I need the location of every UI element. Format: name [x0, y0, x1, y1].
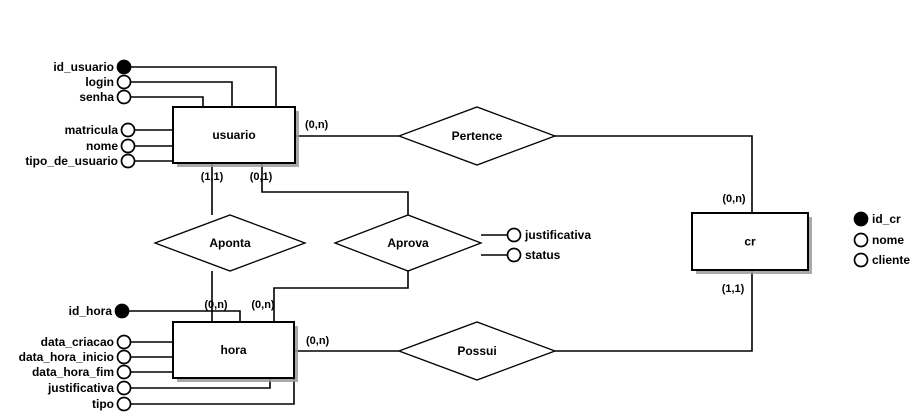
- entity-layer: usuario hora cr: [172, 106, 812, 382]
- entity-box-hora[interactable]: [172, 321, 295, 379]
- relationship-label-aponta: Aponta: [209, 236, 251, 250]
- relationship-label-possui: Possui: [457, 344, 496, 358]
- attribute-label-usuario-tipo_de_usuario: tipo_de_usuario: [25, 154, 118, 168]
- relationship-diamond-aponta[interactable]: [153, 214, 307, 272]
- connector-line-0: [131, 66, 277, 107]
- attribute-label-cr-nome: nome: [872, 233, 904, 247]
- connector-line-21: [555, 270, 753, 352]
- attribute-circle-usuario-id_usuario[interactable]: [116, 59, 132, 75]
- cardinality-usuario-aprova: (0,1): [250, 171, 273, 183]
- attribute-label-usuario-senha: senha: [79, 90, 114, 104]
- entity-label-cr: cr: [744, 235, 756, 249]
- entity-box-usuario[interactable]: [172, 106, 296, 164]
- cardinality-usuario-pertence: (0,n): [305, 119, 329, 131]
- attribute-circle-hora-data_hora_inicio[interactable]: [116, 349, 132, 365]
- attribute-circle-usuario-nome[interactable]: [120, 138, 136, 154]
- attribute-circle-hora-data_criacao[interactable]: [116, 334, 132, 350]
- cardinality-hora-possui: (0,n): [306, 335, 330, 347]
- cardinality-hora-aponta: (0,n): [204, 299, 228, 311]
- attribute-circle-usuario-tipo_de_usuario[interactable]: [120, 153, 136, 169]
- attribute-label-aprova-justificativa: justificativa: [524, 228, 591, 242]
- relationship-diamond-possui[interactable]: [397, 321, 557, 381]
- attribute-circle-hora-tipo[interactable]: [116, 396, 132, 412]
- connector-line-1: [131, 81, 233, 107]
- cardinality-cr-pertence: (0,n): [722, 193, 746, 205]
- entity-label-hora: hora: [220, 343, 246, 357]
- attribute-circle-aprova-status[interactable]: [506, 247, 522, 263]
- attribute-label-usuario-login: login: [85, 75, 114, 89]
- attribute-label-hora-justificativa: justificativa: [47, 381, 114, 395]
- relationship-label-aprova: Aprova: [387, 236, 429, 250]
- connector-line-7: [555, 135, 753, 213]
- attribute-circle-aprova-justificativa[interactable]: [506, 227, 522, 243]
- entity-box-cr[interactable]: [691, 212, 809, 271]
- cardinality-usuario-aponta: (1,1): [201, 171, 224, 183]
- attribute-circle-cr-cliente[interactable]: [853, 252, 869, 268]
- connector-line-10: [261, 163, 409, 215]
- entity-label-usuario: usuario: [212, 128, 255, 142]
- attribute-circle-usuario-login[interactable]: [116, 74, 132, 90]
- attribute-label-hora-data_criacao: data_criacao: [41, 335, 114, 349]
- relationship-label-pertence: Pertence: [452, 129, 503, 143]
- attribute-circle-hora-justificativa[interactable]: [116, 380, 132, 396]
- attribute-label-hora-data_hora_inicio: data_hora_inicio: [19, 350, 114, 364]
- attribute-label-aprova-status: status: [525, 248, 561, 262]
- attribute-label-hora-id_hora: id_hora: [69, 304, 113, 318]
- relationship-diamond-pertence[interactable]: [397, 106, 557, 166]
- attribute-circle-usuario-senha[interactable]: [116, 89, 132, 105]
- attribute-circle-cr-id_cr[interactable]: [853, 211, 869, 227]
- attribute-layer: id_usuariologinsenhamatriculanometipo_de…: [19, 59, 910, 412]
- attribute-label-hora-data_hora_fim: data_hora_fim: [32, 365, 114, 379]
- attribute-circle-usuario-matricula[interactable]: [120, 122, 136, 138]
- attribute-circle-hora-id_hora[interactable]: [114, 303, 130, 319]
- attribute-label-hora-tipo: tipo: [92, 397, 114, 411]
- connector-line-2: [131, 96, 204, 107]
- attribute-circle-cr-nome[interactable]: [853, 232, 869, 248]
- relationship-diamond-aprova[interactable]: [333, 214, 483, 272]
- attribute-label-usuario-id_usuario: id_usuario: [53, 60, 114, 74]
- attribute-circle-hora-data_hora_fim[interactable]: [116, 364, 132, 380]
- attribute-label-usuario-nome: nome: [86, 139, 118, 153]
- attribute-label-usuario-matricula: matricula: [65, 123, 119, 137]
- connector-line-14: [129, 310, 241, 322]
- connector-layer: [129, 66, 753, 405]
- attribute-label-cr-cliente: cliente: [872, 253, 910, 267]
- connector-line-19: [131, 378, 295, 405]
- cardinality-layer: (0,n) (1,1) (0,1) (0,n) (1,1) (0,n) (0,n) (0,n): [201, 119, 746, 347]
- connector-line-11: [273, 271, 409, 322]
- cardinality-cr-possui: (1,1): [722, 283, 745, 295]
- cardinality-hora-aprova: (0,n): [251, 299, 275, 311]
- attribute-label-cr-id_cr: id_cr: [872, 212, 901, 226]
